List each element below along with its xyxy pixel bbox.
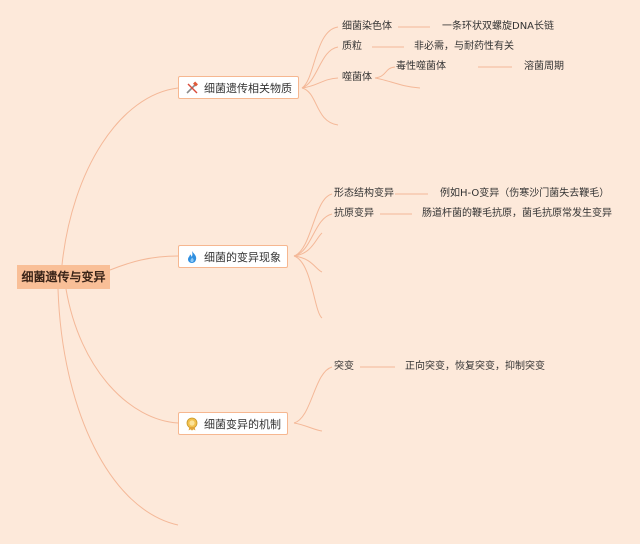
leaf-antigen-variation[interactable]: 抗原变异 <box>334 208 374 219</box>
leaf-phage-detail[interactable]: 溶菌周期 <box>524 61 564 72</box>
connector-root-branch-2 <box>109 255 179 271</box>
connector-b1-c3 <box>301 77 339 89</box>
branch-node-variation-phenomena[interactable]: 细菌的变异现象 <box>178 245 288 268</box>
leaf-antigen-detail[interactable]: 肠道杆菌的鞭毛抗原，菌毛抗原常发生变异 <box>422 208 612 219</box>
connector-root-branch-1 <box>61 87 179 266</box>
connector-b1-c2 <box>301 46 339 89</box>
connector-b2-c1 <box>293 193 333 257</box>
connector-b2-c2 <box>293 213 333 257</box>
connector-root-extra <box>57 288 179 526</box>
connector-b2-c4 <box>293 255 323 273</box>
connector-b2-c5 <box>293 255 323 319</box>
connector-b2-c3 <box>293 232 323 257</box>
branch-label: 细菌遗传相关物质 <box>204 81 292 95</box>
flame-icon <box>188 250 197 263</box>
branch-label: 细菌的变异现象 <box>204 250 281 264</box>
leaf-plasmid[interactable]: 质粒 <box>342 41 362 52</box>
connector-b1-c3-extra <box>374 77 421 89</box>
badge-icon <box>186 417 198 431</box>
leaf-chromosome[interactable]: 细菌染色体 <box>342 21 392 32</box>
branch-label: 细菌变异的机制 <box>204 417 281 431</box>
leaf-phage-virulent[interactable]: 毒性噬菌体 <box>396 61 446 72</box>
connector-b1-c4 <box>301 87 339 126</box>
branch-node-variation-mechanism[interactable]: 细菌变异的机制 <box>178 412 288 435</box>
connector-b3-c2 <box>293 422 323 432</box>
leaf-morphology-variation[interactable]: 形态结构变异 <box>334 188 394 199</box>
connector-b1-c1 <box>301 26 339 89</box>
leaf-mutation[interactable]: 突变 <box>334 361 354 372</box>
leaf-mutation-detail[interactable]: 正向突变，恢复突变，抑制突变 <box>405 361 545 372</box>
tools-icon <box>186 81 198 94</box>
leaf-plasmid-detail[interactable]: 非必需，与耐药性有关 <box>414 41 514 52</box>
connector-b1-c3-sub <box>374 66 396 79</box>
leaf-chromosome-detail[interactable]: 一条环状双螺旋DNA长链 <box>442 21 555 32</box>
root-node[interactable]: 细菌遗传与变异 <box>17 265 110 289</box>
connector-root-branch-3 <box>65 288 179 424</box>
leaf-morphology-detail[interactable]: 例如H-O变异（伤寒沙门菌失去鞭毛） <box>440 188 610 199</box>
connector-b3-c1 <box>293 366 333 424</box>
leaf-phage[interactable]: 噬菌体 <box>342 72 372 83</box>
branch-node-genetic-materials[interactable]: 细菌遗传相关物质 <box>178 76 299 99</box>
